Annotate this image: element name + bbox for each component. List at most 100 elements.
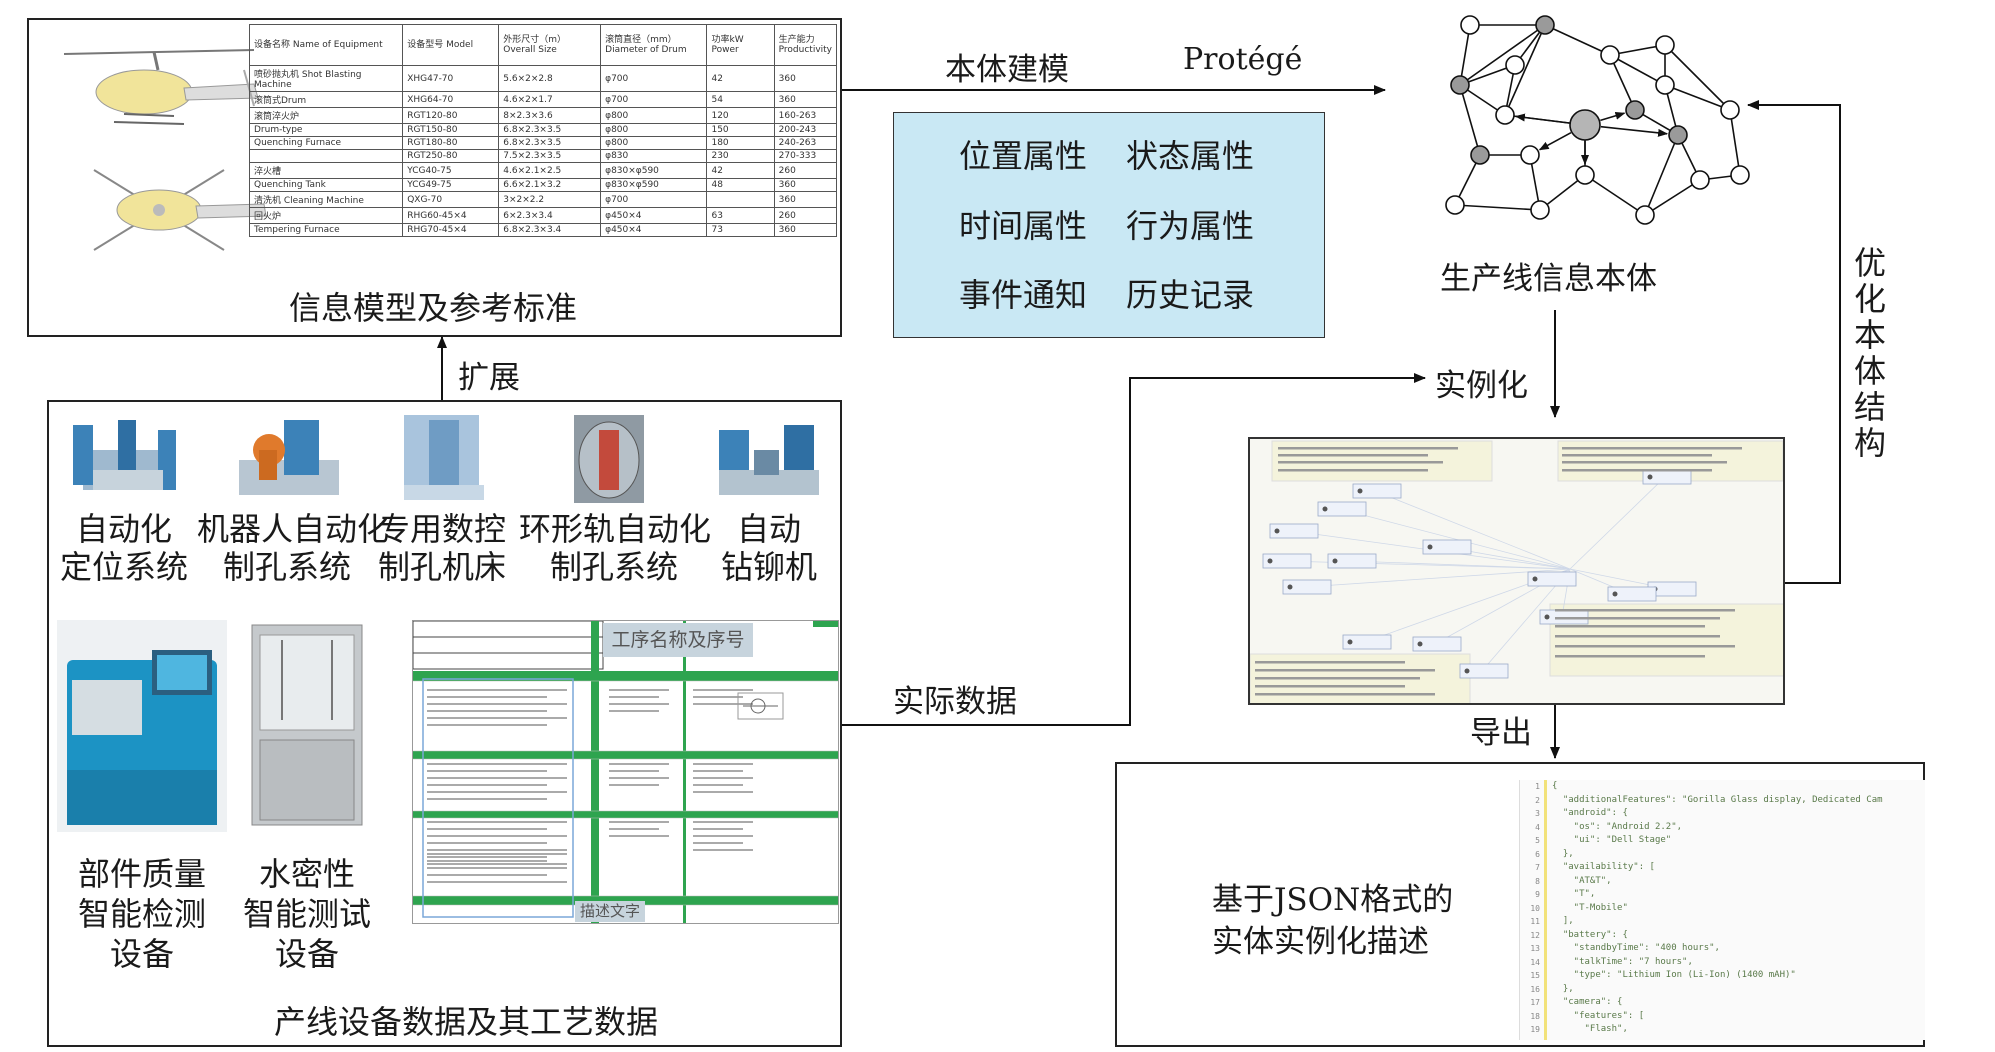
network-edge <box>1609 54 1636 111</box>
instance-edge <box>1339 508 1571 570</box>
helicopter-image-top <box>63 49 259 125</box>
instance-node <box>1317 501 1367 517</box>
sheet-text-line <box>693 828 743 830</box>
label-optimize: 优化本体结构 <box>1853 244 1886 462</box>
table-header: 设备名称 Name of Equipment <box>248 24 404 66</box>
table-header: 滚筒直径（mm） Diameter of Drum <box>600 24 708 66</box>
instance-graph-box <box>1248 437 1785 705</box>
table-cell: φ700 <box>600 91 708 108</box>
json-caption-line1: 基于JSON格式的 <box>1212 882 1454 918</box>
sheet-text-line <box>693 835 753 837</box>
table-header: 功率kW Power <box>706 24 775 66</box>
table-cell: 120 <box>706 107 775 124</box>
network-edge <box>1584 174 1646 216</box>
sheet-text-line <box>609 710 659 712</box>
equipment-label-line: 自动化 <box>75 510 172 548</box>
sheet-text-line <box>693 770 743 772</box>
instance-text-line <box>1555 625 1705 628</box>
json-line-number: 17 <box>1530 998 1540 1007</box>
network-arrow <box>1514 113 1570 124</box>
table-cell: 6.6×2.1×3.2 <box>498 178 602 192</box>
table-cell: 260 <box>773 207 838 224</box>
table-cell: φ700 <box>600 191 708 208</box>
network-edge <box>1664 44 1731 111</box>
network-arrow <box>1600 111 1626 122</box>
sheet-text-line <box>427 821 567 823</box>
json-line-number: 12 <box>1530 930 1540 940</box>
sheet-text-line <box>427 784 547 786</box>
network-node <box>1730 165 1750 185</box>
instance-node-dot <box>1532 576 1538 582</box>
table-cell: 260 <box>773 162 838 179</box>
network-node <box>1625 100 1645 120</box>
table-cell: 5.6×2×2.8 <box>498 65 602 92</box>
sheet-text-line <box>427 863 567 865</box>
network-edge <box>1609 54 1666 86</box>
equipment-label-line: 设备 <box>274 935 339 973</box>
equipment-label-line: 钻铆机 <box>720 548 817 586</box>
instance-text-line <box>1255 677 1420 680</box>
equipment-label-top: 环形轨自动化制孔系统 <box>519 510 711 586</box>
table-cell: 160-263 <box>773 107 838 124</box>
table-cell: Quenching Furnace <box>248 136 404 150</box>
info-model-box: 设备名称 Name of Equipment 设备型号 Model 外形尺寸（m… <box>27 18 842 337</box>
json-code-line: "camera": { <box>1552 997 1623 1007</box>
network-node <box>1535 15 1555 35</box>
table-cell: RHG70-45×4 <box>402 223 500 237</box>
table-cell <box>248 149 404 163</box>
json-code-line: }, <box>1552 983 1574 994</box>
cnc-drilling-image <box>404 415 484 500</box>
auto-positioning-image <box>73 420 176 490</box>
sheet-text-line <box>609 696 659 698</box>
json-code-line: "T-Mobile" <box>1552 902 1628 913</box>
instance-node-dot <box>1427 544 1433 550</box>
network-node <box>1460 15 1480 35</box>
instance-node-dot <box>1322 506 1328 512</box>
instance-text-line <box>1278 461 1443 464</box>
instance-text-line <box>1278 447 1458 450</box>
network-edge <box>1664 84 1731 111</box>
table-cell: 360 <box>773 223 838 237</box>
sheet-text-line <box>693 849 753 851</box>
json-line-number: 16 <box>1530 984 1540 994</box>
network-edge <box>1459 24 1471 86</box>
quality-inspection-image <box>57 620 227 832</box>
network-node <box>1635 205 1655 225</box>
equipment-label-line: 专用数控 <box>377 510 506 548</box>
equipment-label-line: 智能检测 <box>77 895 206 933</box>
network-node <box>1600 45 1620 65</box>
equipment-label-line: 部件质量 <box>77 855 206 893</box>
table-cell: φ450×4 <box>600 207 708 224</box>
sheet-text-line <box>427 777 567 779</box>
table-cell: 42 <box>706 65 775 92</box>
json-code-line: "android": { <box>1552 808 1628 818</box>
table-cell: 4.6×2×1.7 <box>498 91 602 108</box>
sheet-text-line <box>609 784 659 786</box>
instance-text-line <box>1555 635 1720 638</box>
instance-node-dot <box>1417 641 1423 647</box>
network-node <box>1530 200 1550 220</box>
instance-node-dot <box>1347 639 1353 645</box>
network-arrow <box>1538 131 1572 151</box>
network-node <box>1690 170 1710 190</box>
table-cell: 滚筒淬火炉 <box>248 107 404 124</box>
json-line-number: 2 <box>1535 795 1540 805</box>
instance-node <box>1459 663 1509 679</box>
json-code: { "additionalFeatures": "Gorilla Glass d… <box>1552 780 1883 1037</box>
network-node <box>1505 55 1525 75</box>
instance-text-line <box>1562 461 1727 464</box>
attr-behavior: 行为属性 <box>1126 207 1255 245</box>
attribute-box: 位置属性 状态属性 时间属性 行为属性 事件通知 历史记录 <box>893 112 1325 338</box>
attr-state: 状态属性 <box>1126 137 1255 175</box>
equipment-label-line: 智能测试 <box>242 895 371 933</box>
instance-node <box>1527 571 1577 587</box>
network-node <box>1450 75 1470 95</box>
table-cell: 4.6×2.1×2.5 <box>498 162 602 179</box>
network-arrow <box>1600 125 1669 137</box>
